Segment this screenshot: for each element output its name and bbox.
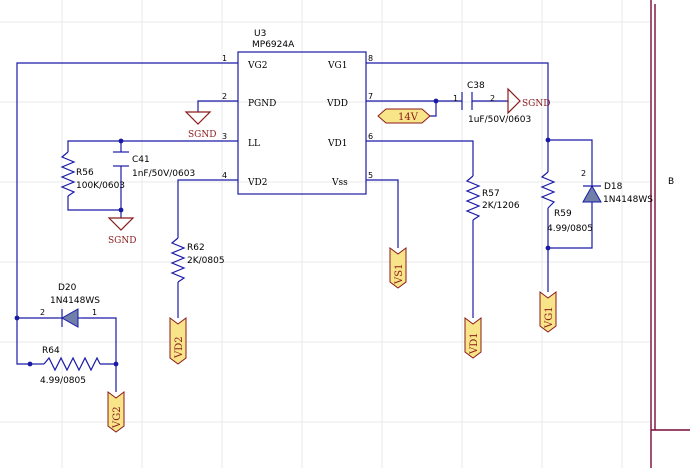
ic-u3[interactable]: U3 MP6924A VG2 PGND LL VD2 VG1 VDD VD1 V…	[222, 29, 373, 195]
capacitor-c41[interactable]: C41 1nF/50V/0603	[113, 151, 195, 179]
background-grid	[0, 0, 650, 468]
pin-2-num: 2	[222, 92, 227, 101]
sheet-border: B	[650, 0, 690, 468]
port-vg1[interactable]: VG1	[539, 291, 557, 333]
pin-6-num: 6	[368, 132, 373, 141]
junctions	[14, 98, 551, 367]
pin-vd1-name: VD1	[327, 139, 347, 149]
zone-label: B	[668, 177, 674, 187]
port-14v[interactable]: 14V	[377, 108, 431, 124]
ic-body	[237, 51, 367, 195]
resistor-r56[interactable]: R56 100K/0603	[60, 151, 125, 197]
c38-pin1: 1	[453, 94, 458, 103]
pin-vd2-name: VD2	[247, 178, 267, 188]
ic-part: MP6924A	[252, 40, 295, 50]
d20-ref: D20	[58, 283, 77, 293]
pin-4-num: 4	[222, 171, 227, 180]
d20-value: 1N4148WS	[50, 296, 100, 306]
r59-ref: R59	[554, 209, 572, 219]
ground-sgnd-3: SGND	[507, 87, 550, 115]
resistor-r62[interactable]: R62 2K/0805	[170, 237, 225, 283]
port-vd1[interactable]: VD1	[464, 317, 482, 359]
port-vd2[interactable]: VD2	[169, 317, 187, 365]
pin-8-num: 8	[368, 54, 373, 63]
r64-value: 4.99/0805	[40, 376, 86, 386]
diode-d20[interactable]: D20 1N4148WS 2 1	[40, 283, 100, 328]
ground-label: SGND	[108, 236, 136, 246]
resistor-r57[interactable]: R57 2K/1206	[465, 175, 520, 221]
d18-value: 1N4148WS	[603, 195, 653, 205]
pin-5-num: 5	[368, 171, 373, 180]
port-14v-label: 14V	[398, 112, 419, 123]
port-vs1-label: VS1	[394, 264, 405, 285]
pin-vg1-name: VG1	[327, 61, 347, 71]
r59-value: 4.99/0805	[547, 224, 593, 234]
ground-sgnd-1: SGND	[184, 111, 216, 140]
port-vg2-label: VG2	[112, 406, 123, 429]
c38-ref: C38	[467, 81, 485, 91]
port-vs1[interactable]: VS1	[389, 247, 407, 289]
port-vg2[interactable]: VG2	[107, 391, 125, 433]
d20-pin2: 2	[40, 308, 45, 317]
r56-value: 100K/0603	[76, 181, 125, 191]
c41-ref: C41	[132, 155, 150, 165]
r57-value: 2K/1206	[482, 201, 520, 211]
d18-pin2: 2	[581, 169, 586, 178]
pin-vss-name: Vss	[331, 178, 348, 188]
pin-1-num: 1	[222, 54, 227, 63]
capacitor-c38[interactable]: C38 1 2 1uF/50V/0603	[453, 81, 531, 125]
wires	[16, 62, 593, 392]
resistor-r64[interactable]: R64 4.99/0805	[40, 346, 101, 386]
d20-pin1: 1	[92, 308, 97, 317]
port-vd2-label: VD2	[174, 336, 185, 359]
r62-value: 2K/0805	[187, 256, 225, 266]
ground-label: SGND	[188, 130, 216, 140]
c38-pin2: 2	[490, 94, 495, 103]
r62-ref: R62	[187, 243, 205, 253]
pin-7-num: 7	[368, 92, 373, 101]
pin-pgnd-name: PGND	[248, 99, 276, 109]
port-vg1-label: VG1	[544, 306, 555, 329]
pin-vdd-name: VDD	[326, 99, 348, 109]
d18-ref: D18	[604, 182, 623, 192]
port-vd1-label: VD1	[469, 332, 480, 355]
pin-ll-name: LL	[248, 139, 260, 149]
pin-vg2-name: VG2	[247, 61, 267, 71]
r64-ref: R64	[42, 346, 60, 356]
ic-ref: U3	[254, 29, 266, 39]
ground-label: SGND	[522, 99, 550, 109]
pin-3-num: 3	[222, 132, 227, 141]
c41-value: 1nF/50V/0603	[132, 169, 195, 179]
r56-ref: R56	[76, 168, 94, 178]
r57-ref: R57	[482, 189, 500, 199]
resistor-r59[interactable]: R59 4.99/0805	[540, 171, 593, 234]
c38-value: 1uF/50V/0603	[468, 115, 531, 125]
ground-sgnd-2: SGND	[107, 217, 136, 246]
diode-d18[interactable]: 2 D18 1N4148WS	[581, 169, 653, 206]
